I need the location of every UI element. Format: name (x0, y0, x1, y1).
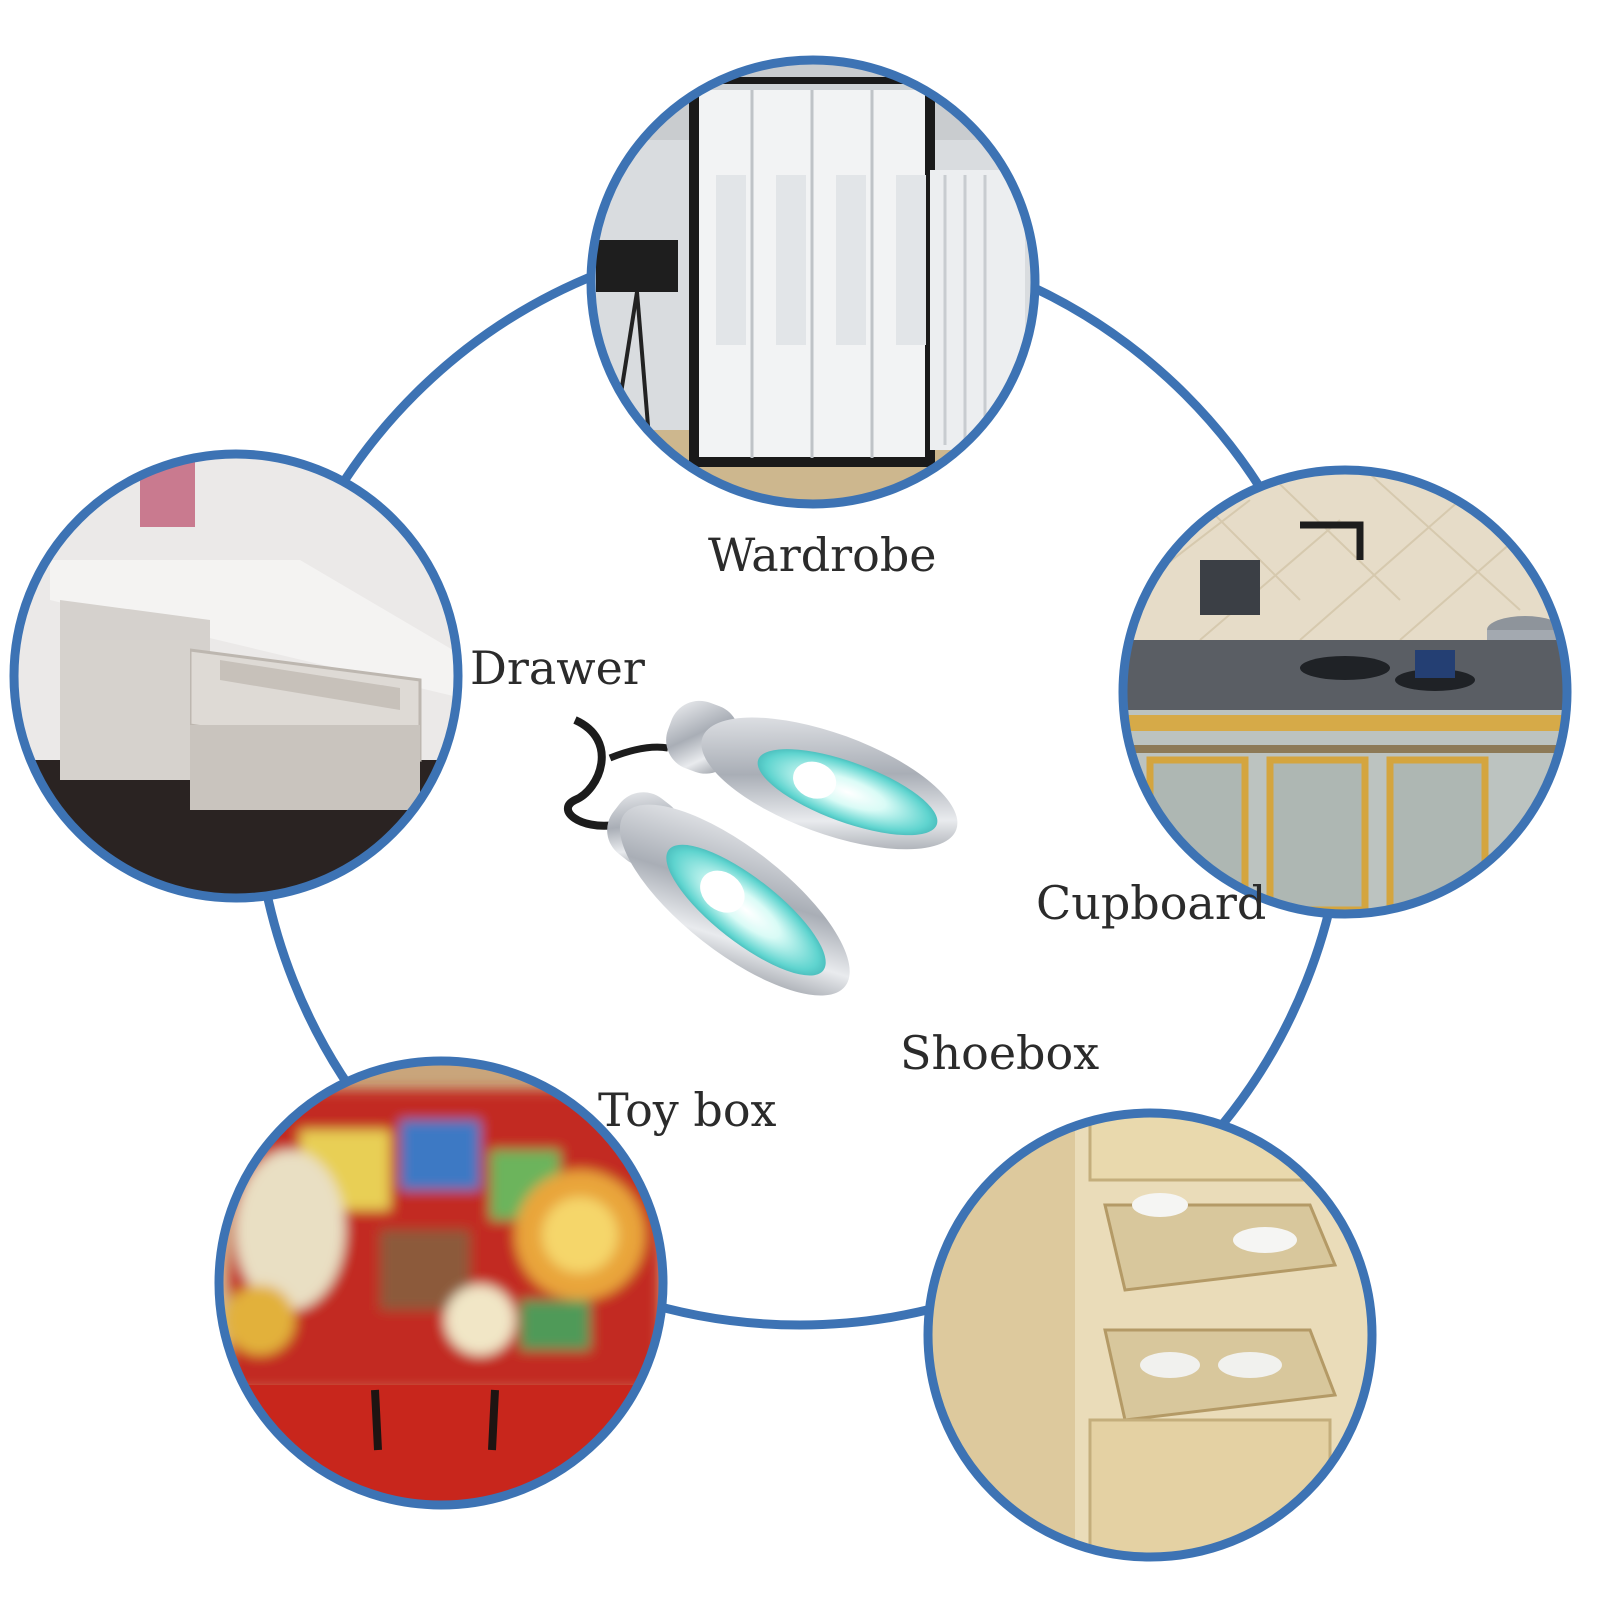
wardrobe-ring (586, 55, 1040, 509)
label-shoebox: Shoebox (900, 1026, 1100, 1080)
label-toybox: Toy box (598, 1083, 777, 1137)
label-drawer: Drawer (470, 641, 645, 695)
toybox-ring (214, 1056, 668, 1510)
uv-sterilizer-product (564, 700, 958, 996)
drawer-photo (14, 454, 458, 898)
shoebox-ring (923, 1108, 1377, 1562)
shoebox-photo (928, 1113, 1372, 1557)
wardrobe-photo (591, 60, 1035, 504)
drawer-ring (9, 449, 463, 903)
label-wardrobe: Wardrobe (708, 528, 937, 582)
cupboard-ring (1118, 465, 1572, 919)
toybox-photo (219, 1061, 663, 1505)
label-cupboard: Cupboard (1036, 876, 1267, 930)
